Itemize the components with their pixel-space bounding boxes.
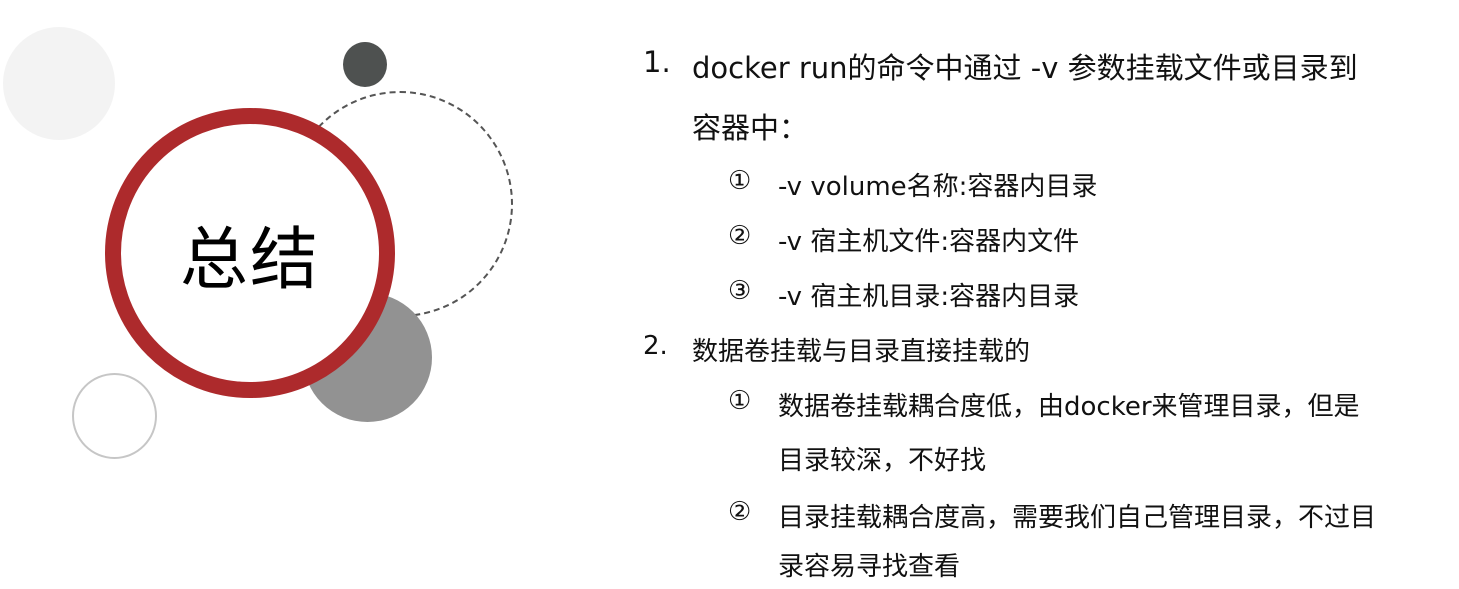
subitem-text-continued: 录容易寻找查看 (778, 552, 961, 582)
outline-circle-decoration (72, 373, 157, 459)
item-text: docker run的命令中通过 -v 参数挂载文件或目录到 (692, 51, 1358, 85)
item-number: 1. (643, 45, 671, 79)
subitem-text: -v 宿主机目录:容器内目录 (778, 282, 1080, 312)
subitem-marker: ③ (728, 276, 752, 306)
subitem-marker: ② (728, 497, 752, 527)
item-number: 2. (643, 331, 668, 361)
item-text-continued: 容器中： (692, 111, 809, 145)
subitem-text: 目录挂载耦合度高，需要我们自己管理目录，不过目 (778, 503, 1377, 533)
subitem-marker: ② (728, 221, 752, 251)
subitem-marker: ① (728, 386, 752, 416)
light-grey-circle-decoration (3, 27, 115, 140)
dark-circle-decoration (343, 42, 387, 87)
subitem-text-continued: 目录较深，不好找 (778, 446, 987, 476)
subitem-text: -v 宿主机文件:容器内文件 (778, 227, 1080, 257)
subitem-marker: ① (728, 166, 752, 196)
subitem-text: 数据卷挂载耦合度低，由docker来管理目录，但是 (778, 392, 1360, 422)
subitem-text: -v volume名称:容器内目录 (778, 172, 1098, 202)
slide-title: 总结 (179, 220, 320, 300)
item-text: 数据卷挂载与目录直接挂载的 (692, 337, 1031, 367)
